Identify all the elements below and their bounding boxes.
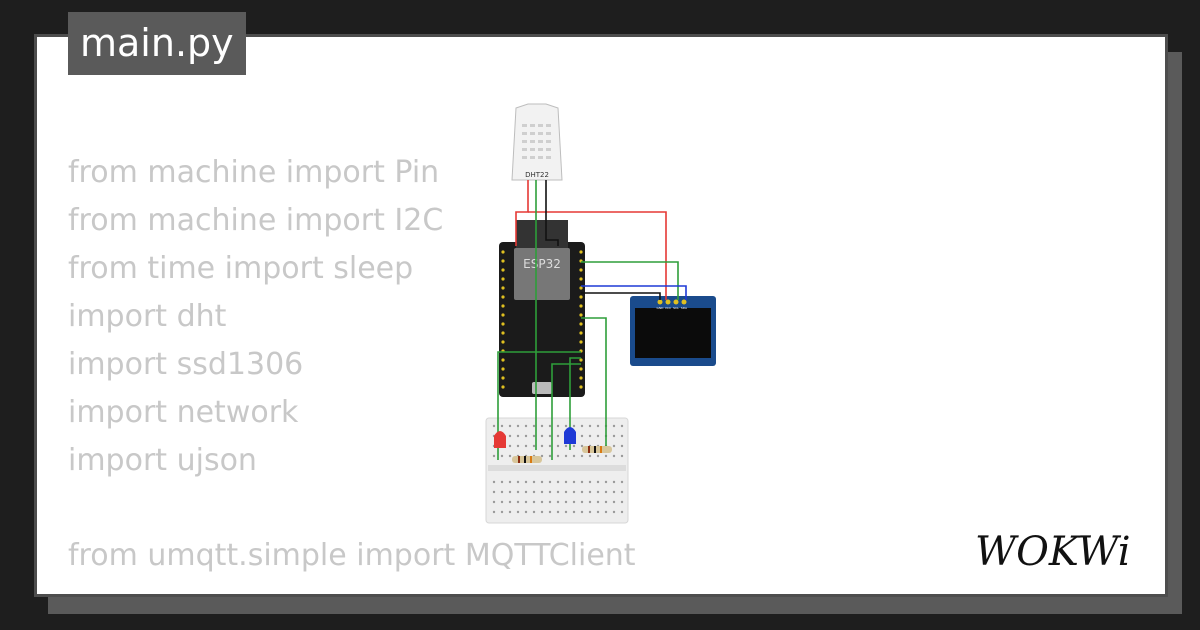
- resistor[interactable]: [582, 446, 612, 453]
- dht22-sensor[interactable]: DHT22: [511, 103, 563, 181]
- red-led[interactable]: [494, 431, 506, 448]
- code-line: from umqtt.simple import MQTTClient: [68, 538, 636, 573]
- wire: [569, 357, 581, 450]
- wokwi-logo[interactable]: WOKWi: [975, 525, 1155, 575]
- code-line: import network: [68, 395, 299, 430]
- oled-pin-label: GND: [657, 306, 665, 310]
- wire: [515, 180, 529, 246]
- code-line: import ssd1306: [68, 347, 304, 382]
- wires: [497, 180, 687, 460]
- logo-text: WOKWi: [975, 529, 1131, 575]
- wire: [581, 317, 607, 450]
- sensor-label: DHT22: [525, 171, 549, 179]
- wire: [528, 211, 667, 300]
- oled-pin-label: SCL: [673, 306, 679, 310]
- breadboard: [485, 417, 629, 524]
- oled-pin-label: VCC: [665, 306, 671, 310]
- file-name-tab[interactable]: main.py: [68, 12, 246, 75]
- circuit-diagram: DHT22 ESP32 GND VCC SCL SDA: [485, 103, 716, 524]
- wire: [545, 180, 559, 246]
- wire: [551, 363, 581, 460]
- code-line: import ujson: [68, 443, 257, 478]
- code-line: import dht: [68, 299, 227, 334]
- blue-led[interactable]: [564, 427, 576, 444]
- oled-display[interactable]: GND VCC SCL SDA: [630, 296, 716, 366]
- code-line: from machine import Pin: [68, 155, 440, 190]
- wire: [497, 351, 581, 460]
- esp32-board[interactable]: ESP32: [499, 220, 585, 397]
- board-label: ESP32: [523, 257, 561, 271]
- resistor[interactable]: [512, 456, 542, 463]
- wire: [581, 261, 679, 300]
- code-line: from time import sleep: [68, 251, 414, 286]
- code-line: from machine import I2C: [68, 203, 444, 238]
- oled-pin-label: SDA: [681, 306, 688, 310]
- wire: [581, 285, 687, 300]
- wire: [581, 292, 661, 300]
